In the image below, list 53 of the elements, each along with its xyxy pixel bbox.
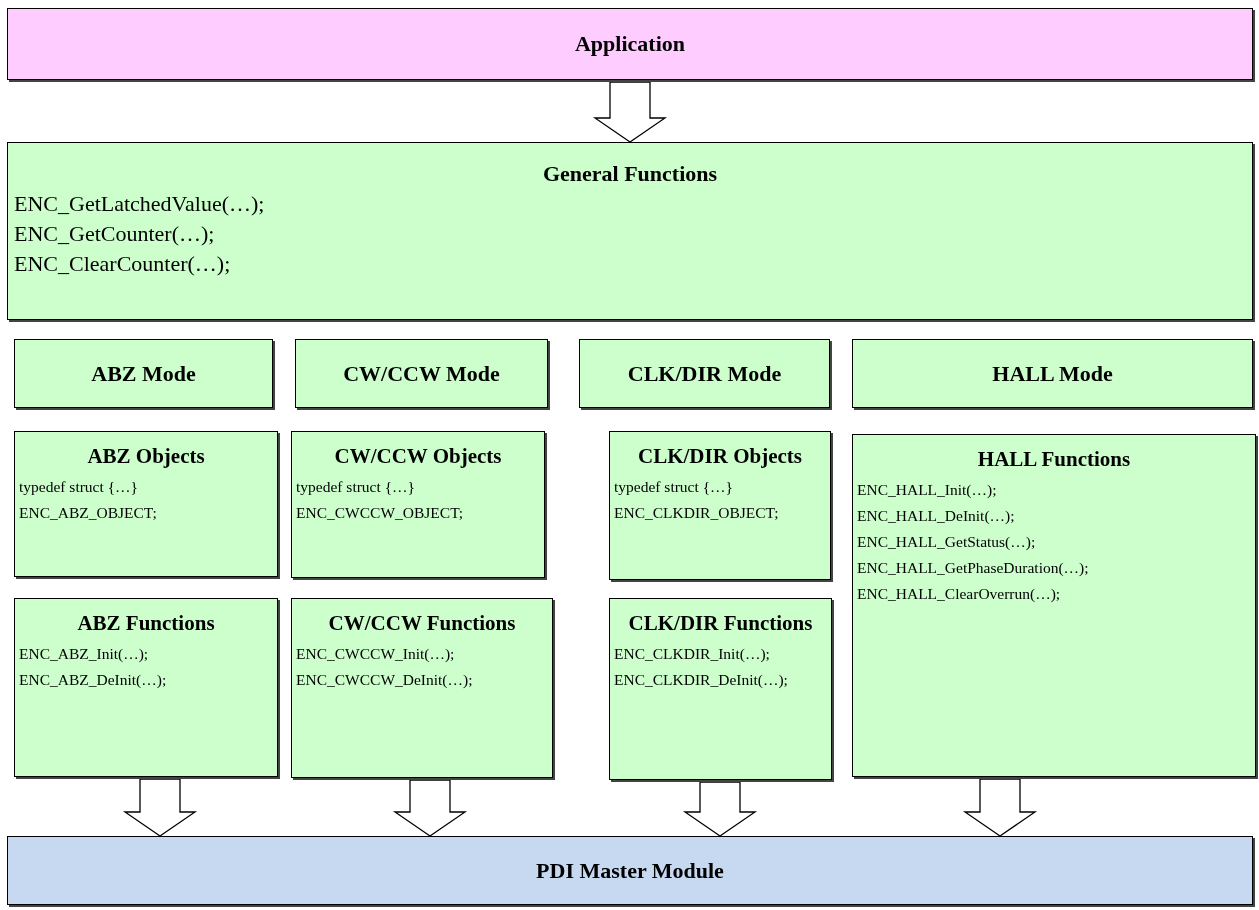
box-title: CLK/DIR Mode (627, 360, 782, 387)
box-title: PDI Master Module (536, 857, 724, 884)
block-arrow (122, 778, 198, 837)
module-box (14, 431, 278, 577)
box-title: General Functions (541, 161, 719, 187)
layer-box (7, 836, 1253, 905)
layer-box (7, 8, 1253, 80)
module-box (609, 431, 831, 580)
function-panel (7, 142, 1253, 320)
code-line: typedef struct {…} (613, 477, 735, 497)
code-line: ENC_CLKDIR_Init(…); (613, 644, 771, 664)
mode-header-box (295, 339, 548, 408)
module-box (291, 431, 545, 578)
box-title: ABZ Functions (76, 611, 216, 636)
code-line: ENC_ABZ_Init(…); (18, 644, 150, 664)
box-title: ABZ Objects (86, 444, 206, 469)
module-box (852, 434, 1256, 777)
code-line: ENC_HALL_GetStatus(…); (856, 532, 1037, 552)
mode-header-box (852, 339, 1253, 408)
code-line: ENC_CWCCW_Init(…); (295, 644, 456, 664)
mode-header-box (579, 339, 830, 408)
code-line: ENC_GetCounter(…); (13, 220, 216, 248)
box-title: CW/CCW Functions (327, 611, 517, 636)
code-line: typedef struct {…} (295, 477, 417, 497)
code-line: ENC_CLKDIR_DeInit(…); (613, 670, 789, 690)
code-line: ENC_ABZ_OBJECT; (18, 503, 158, 523)
block-arrow (592, 81, 668, 143)
code-line: ENC_CLKDIR_OBJECT; (613, 503, 780, 523)
code-line: ENC_CWCCW_OBJECT; (295, 503, 465, 523)
block-arrow (392, 779, 468, 837)
box-title: HALL Functions (976, 447, 1132, 472)
box-title: ABZ Mode (91, 360, 196, 387)
module-box (609, 598, 832, 780)
code-line: ENC_HALL_DeInit(…); (856, 506, 1016, 526)
box-title: CLK/DIR Functions (627, 611, 814, 636)
module-box (291, 598, 553, 778)
module-box (14, 598, 278, 777)
code-line: ENC_GetLatchedValue(…); (13, 190, 266, 218)
block-arrow (682, 781, 758, 837)
mode-header-box (14, 339, 273, 408)
box-title: HALL Mode (992, 360, 1113, 387)
code-line: ENC_HALL_GetPhaseDuration(…); (856, 558, 1090, 578)
box-title: CW/CCW Mode (343, 360, 500, 387)
box-title: CLK/DIR Objects (637, 444, 803, 469)
box-title: CW/CCW Objects (333, 444, 503, 469)
box-title: Application (575, 31, 685, 57)
code-line: typedef struct {…} (18, 477, 140, 497)
code-line: ENC_ABZ_DeInit(…); (18, 670, 168, 690)
code-line: ENC_HALL_Init(…); (856, 480, 998, 500)
code-line: ENC_ClearCounter(…); (13, 250, 232, 278)
code-line: ENC_HALL_ClearOverrun(…); (856, 584, 1062, 604)
code-line: ENC_CWCCW_DeInit(…); (295, 670, 474, 690)
block-arrow (962, 778, 1038, 837)
